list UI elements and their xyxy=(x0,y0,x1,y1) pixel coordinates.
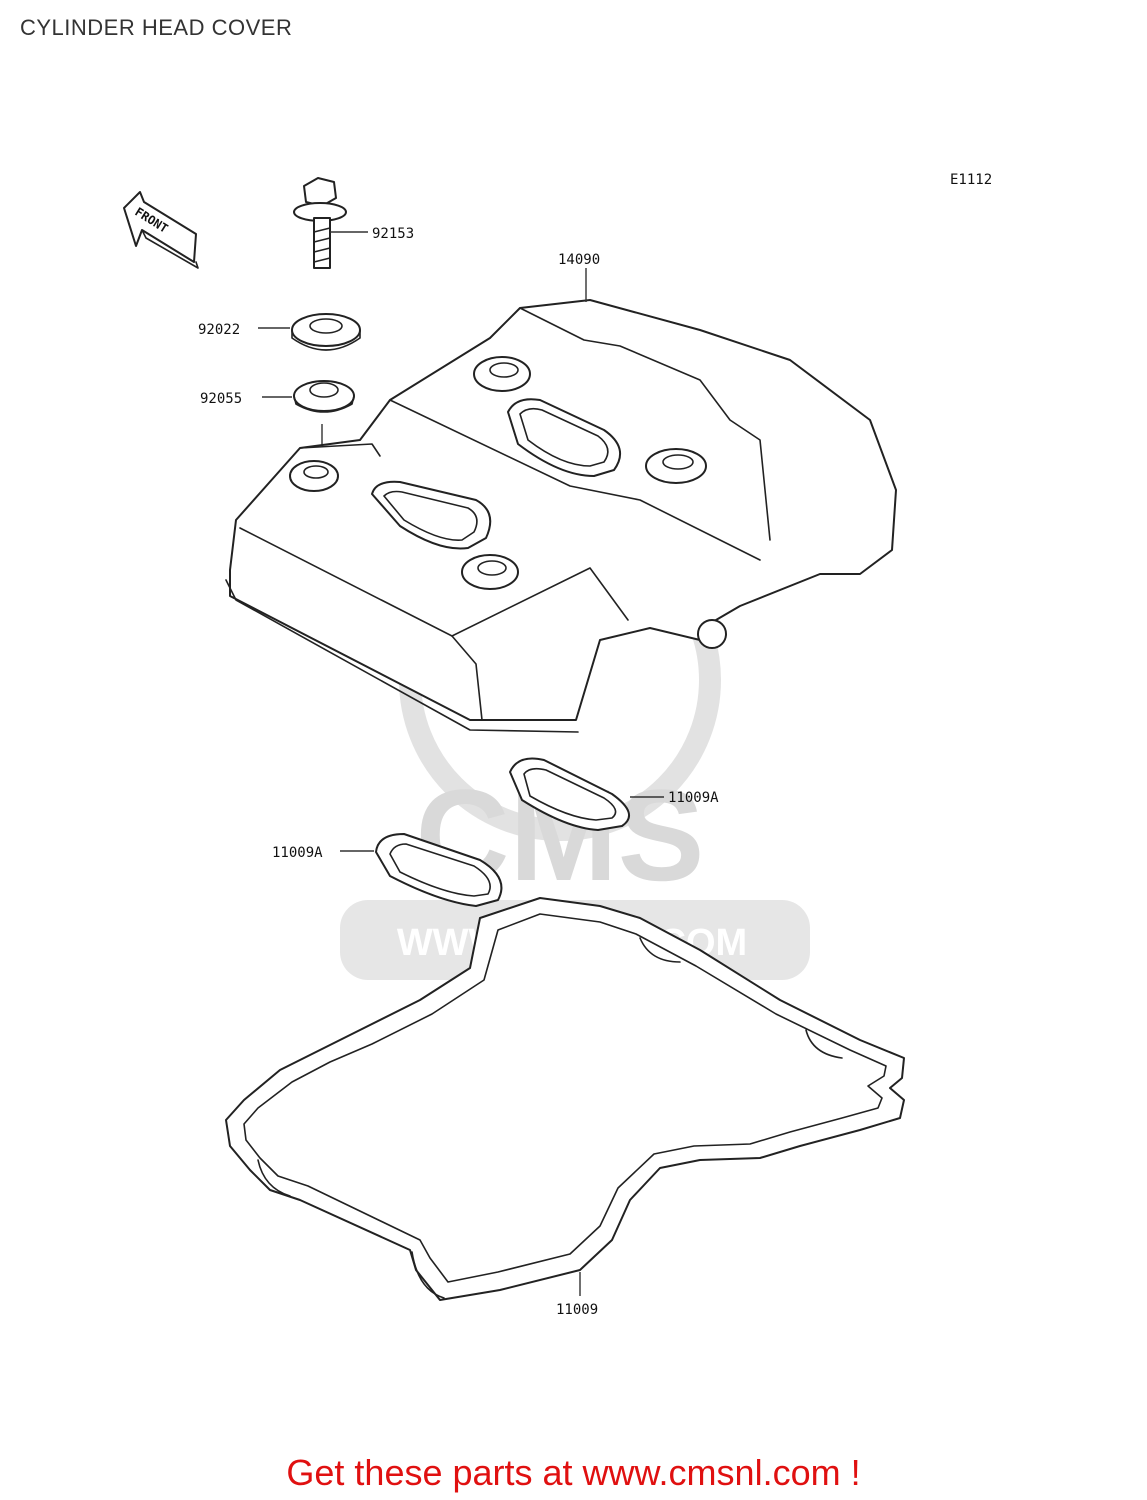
part-number-11009: 11009 xyxy=(556,1302,598,1318)
cta-link[interactable]: Get these parts at www.cmsnl.com ! xyxy=(286,1452,861,1493)
cylinder-head-cover-part xyxy=(225,299,897,733)
bolt-part xyxy=(293,177,347,269)
part-number-11009A-right: 11009A xyxy=(668,790,719,806)
page-title: CYLINDER HEAD COVER xyxy=(20,15,293,40)
parts-diagram: CMS WWW.CMSNL.COM E1112 FRONT 92153 9202… xyxy=(123,172,992,1318)
plug-hole-gasket-part xyxy=(375,833,503,907)
diagram-ref-code: E1112 xyxy=(950,172,992,188)
plug-hole-gasket-part xyxy=(509,757,631,831)
part-number-11009A-left: 11009A xyxy=(272,845,323,861)
part-number-14090: 14090 xyxy=(558,252,600,268)
washer-part xyxy=(291,313,361,351)
head-cover-gasket-part xyxy=(225,897,905,1301)
part-number-92153: 92153 xyxy=(372,226,414,242)
front-arrow-icon: FRONT xyxy=(123,191,199,269)
grommet-part xyxy=(293,380,355,413)
part-number-92022: 92022 xyxy=(198,322,240,338)
part-number-92055: 92055 xyxy=(200,391,242,407)
